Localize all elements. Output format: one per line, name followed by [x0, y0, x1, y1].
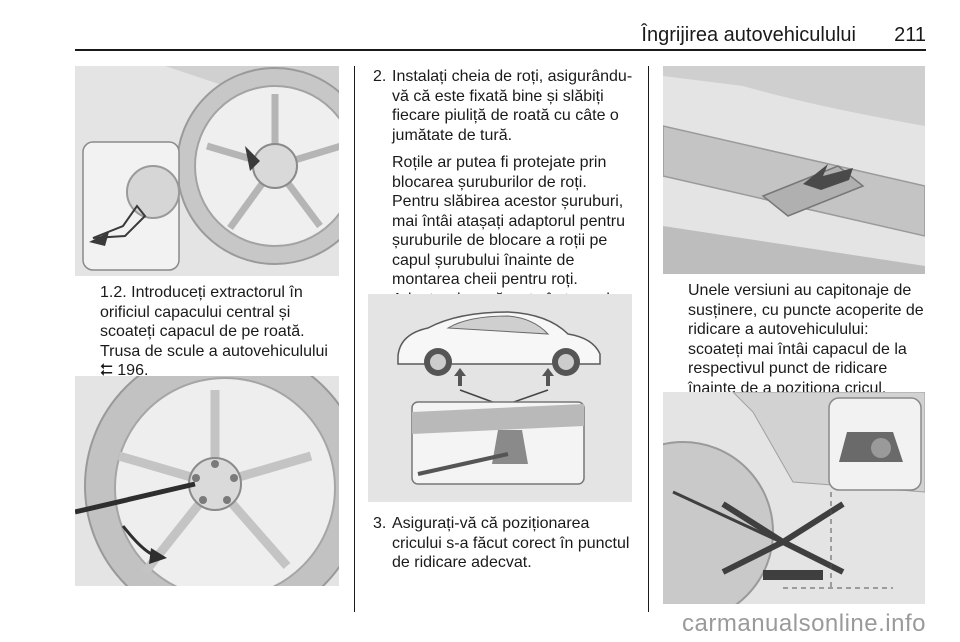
col3-text-block: Unele versiuni au capitonaje de susținer… [688, 281, 928, 398]
figure-car-lift-points [368, 294, 632, 502]
figure-wheel-cap-removal [75, 66, 339, 276]
step-2-note: Roțile ar putea fi protejate prin blocar… [392, 154, 632, 308]
reference-arrow-icon: ⮄ [100, 362, 113, 379]
step-1-2-text: 1.2. Introduceți extractorul în orificiu… [100, 284, 328, 360]
step-3-number: 3. [373, 515, 387, 532]
lift-point-cover-text: Unele versiuni au capitonaje de susținer… [688, 282, 924, 397]
column-divider-1 [354, 66, 355, 612]
step-1-2-block: 1.2. Introduceți extractorul în orificiu… [100, 283, 344, 381]
figure-sill-cover-removal [663, 66, 925, 274]
figure-scissor-jack [663, 392, 925, 604]
column-divider-2 [648, 66, 649, 612]
page-number: 211 [894, 24, 926, 46]
page-title: Îngrijirea autovehiculului [641, 24, 856, 46]
header-divider [75, 49, 926, 51]
step-3-block: 3. Asigurați-vă că poziționarea cricului… [373, 514, 635, 573]
step-2-block: 2. Instalați cheia de roți, asigurându-v… [373, 67, 635, 309]
watermark: carmanualsonline.info [682, 610, 926, 637]
step-2-text: Instalați cheia de roți, asigurându-vă c… [392, 68, 633, 144]
step-3-text: Asigurați-vă că poziționarea cricului s-… [392, 515, 630, 571]
reference-page: 196. [117, 362, 149, 379]
step-2-number: 2. [373, 68, 387, 85]
figure-wheel-wrench [75, 376, 339, 586]
